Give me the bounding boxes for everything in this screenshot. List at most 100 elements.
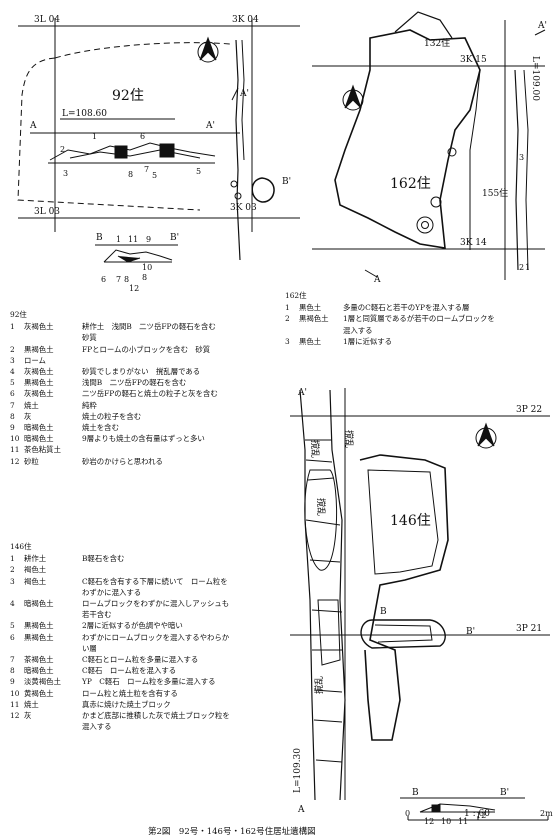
pit146-disturb-label: 撹乱 — [343, 430, 355, 448]
scale-ratio: 1 : 60 — [464, 809, 490, 819]
legend-row-description: ロームブロックをわずかに混入しアッシュも — [82, 599, 230, 609]
pit146-kamado — [360, 619, 446, 649]
pit92-sec-v: A' — [239, 89, 249, 99]
grid-3K15: 3K 15 — [460, 55, 487, 65]
legend-row-number: 2 — [10, 344, 15, 354]
legend-row-soil-name: 灰褐色土 — [24, 367, 54, 377]
pit146-disturb-label: 撹乱 — [315, 498, 327, 516]
legend-row-description: 1層に近似する — [343, 336, 393, 346]
legend-row-description: 二ツ岳FPの軽石と焼土の粒子と灰を含む — [82, 389, 218, 399]
pit92-layer-label: 3 — [63, 169, 68, 178]
legend-row-soil-name: 暗褐色土 — [24, 434, 54, 444]
pit162-posthole-3 — [447, 147, 457, 157]
north-arrow-icon — [199, 36, 217, 61]
grid-3P21: 3P 21 — [516, 624, 542, 634]
legend-row: 9 暗褐色土 焼土を含む — [10, 422, 295, 433]
legend-row-description: YP C軽石 ローム粒を多量に混入する — [82, 677, 216, 687]
pit146-sec-b-small: B — [412, 788, 419, 798]
legend-row-number: 3 — [10, 355, 15, 365]
legend-row-soil-name: 灰褐色土 — [24, 389, 54, 399]
grid-3L04: 3L 04 — [34, 15, 60, 25]
legend-row-continuation: わずかに混入する — [82, 587, 142, 597]
legend-row-description: 浅間B 二ツ岳FPの軽石を含む — [82, 378, 187, 388]
legend-row-number: 9 — [10, 423, 15, 433]
legend-row-continuation: 混入する — [343, 325, 373, 335]
pit92-dashed-outline — [17, 57, 201, 211]
legend-row-number: 11 — [10, 699, 20, 709]
pit146-level: L=109.30 — [293, 748, 303, 793]
pit146-sec-a: A — [297, 805, 305, 815]
legend-row-soil-name: 暗褐色土 — [24, 666, 54, 676]
legend-row-description: かまど底部に推積した灰で焼土ブロック粒を — [82, 711, 230, 721]
legend-row-soil-name: 灰 — [24, 711, 32, 721]
legend-row-soil-name: 暗褐色土 — [24, 599, 54, 609]
pit92-level: L=108.60 — [62, 109, 107, 119]
pit92-layer-label: 2 — [60, 145, 65, 154]
pit146-name: 146住 — [390, 513, 431, 529]
legend-row-description: 砂質でしまりがない 撹乱層である — [82, 367, 201, 377]
pit92-layer-b-label: 8 — [142, 273, 147, 282]
legend-row-number: 1 — [285, 303, 290, 313]
pit92-layer-label: 6 — [140, 132, 145, 141]
legend-row-soil-name: 焼土 — [24, 400, 39, 410]
legend-92-heading: 92住 — [10, 310, 27, 319]
pit92-layer-b-label: 8 — [124, 275, 129, 284]
pit92-wall-east — [235, 39, 241, 261]
legend-row-description: 焼土を含む — [82, 423, 119, 433]
legend-row-description: 純粋 — [82, 400, 97, 410]
legend-row-number: 10 — [10, 434, 20, 444]
legend-row-description: 真赤に焼けた焼土ブロック — [82, 699, 171, 709]
pit162-name: 162住 — [390, 176, 431, 192]
legend-row-soil-name: 焼土 — [24, 699, 39, 709]
legend-row-soil-name: 砂粒 — [24, 456, 39, 466]
pit162-sec-a: A — [373, 275, 381, 285]
legend-row-number: 10 — [10, 688, 20, 698]
grid-3P22: 3P 22 — [516, 405, 542, 415]
pit155-name: 155住 — [482, 187, 508, 199]
pit92-layer-b-label: 1 — [116, 235, 121, 244]
pit92-name: 92住 — [112, 88, 144, 104]
legend-row-soil-name: 淡黄褐色土 — [24, 677, 61, 687]
legend-row-description: 多量のC軽石と若干のYPを混入する層 — [343, 303, 470, 313]
legend-146-heading: 146住 — [10, 542, 32, 551]
grid-3K14: 3K 14 — [460, 238, 487, 248]
legend-row-description: わずかにロームブロックを混入するやわらか — [82, 632, 230, 642]
legend-row-soil-name: ローム — [24, 355, 46, 365]
legend-row-number: 2 — [285, 314, 290, 324]
legend-row: 11 焼土 真赤に焼けた焼土ブロック — [10, 699, 295, 710]
legend-row-number: 7 — [10, 655, 15, 665]
pit162-layer-label: 3 — [519, 153, 524, 162]
grid-3K03: 3K 03 — [230, 203, 257, 213]
legend-row-number: 5 — [10, 378, 15, 388]
legend-row-soil-name: 暗褐色土 — [24, 423, 54, 433]
legend-row-continuation: 混入する — [82, 722, 112, 732]
legend-row-continuation: い層 — [82, 643, 97, 653]
pit146-sec-b-prime: B' — [466, 627, 475, 637]
legend-row-soil-name: 黒褐色土 — [299, 314, 329, 324]
legend-row-description: 焼土の粒子を含む — [82, 411, 142, 421]
pit162-posthole-1 — [416, 216, 434, 234]
legend-row-description: 2層に近似するが色調やや暗い — [82, 621, 183, 631]
legend-row-continuation: 若干含む — [82, 610, 112, 620]
legend-row-soil-name: 茶色粘質土 — [24, 445, 61, 455]
pit162-outline — [334, 29, 481, 249]
legend-row-number: 3 — [10, 576, 15, 586]
pit92-layer-b-label: 6 — [101, 275, 106, 284]
pit162-posthole-2 — [430, 196, 442, 208]
